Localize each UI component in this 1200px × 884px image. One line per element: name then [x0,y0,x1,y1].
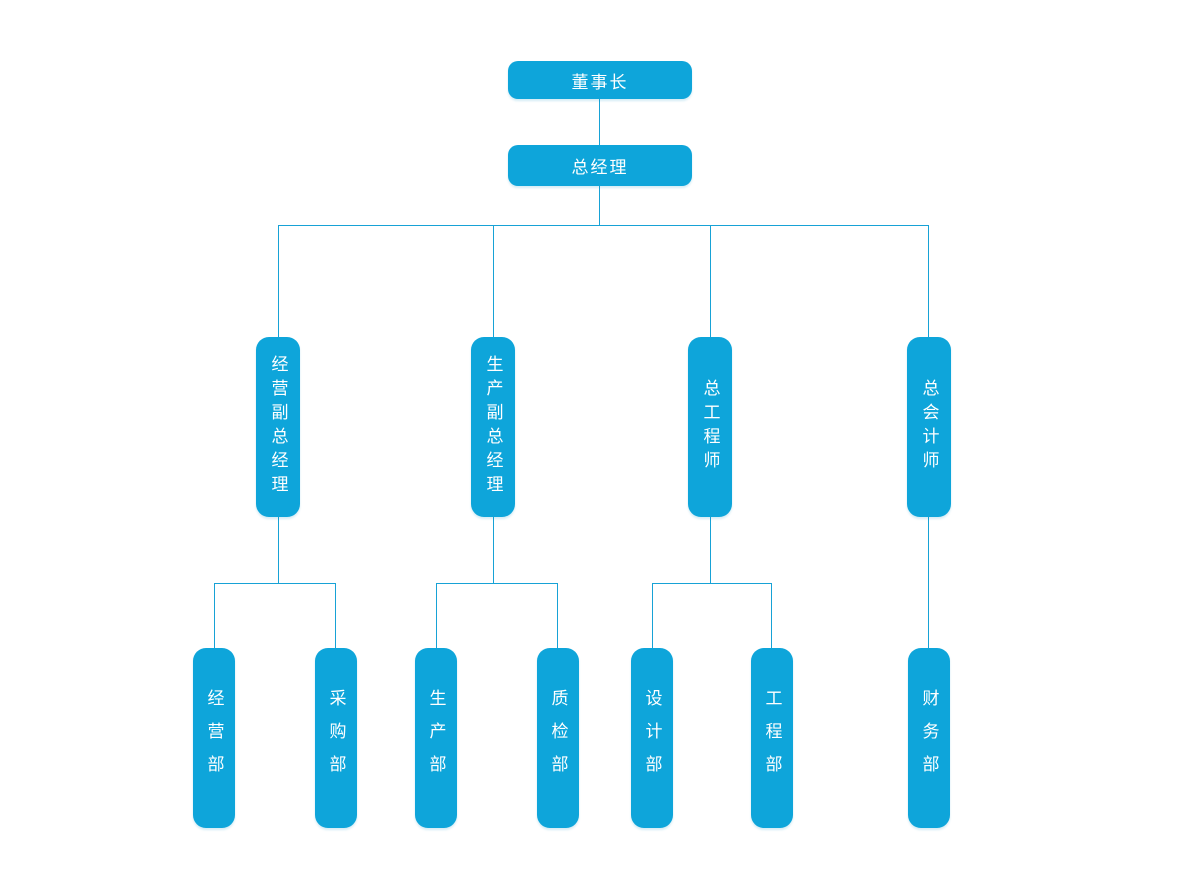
connector-branch-4-stem [928,517,929,648]
connector-pair-bus-1 [214,583,336,584]
connector-drop-branch-1 [278,225,279,337]
node-branch-production-deputy-gm: 生产副总经理 [471,337,515,517]
connector-drop-dept-3 [436,583,437,648]
node-dept-label: 财务部 [919,688,939,788]
node-dept-label: 设计部 [642,688,662,788]
connector-drop-dept-2 [335,583,336,648]
connector-gm-to-bus [599,186,600,225]
node-dept-label: 采购部 [326,688,346,788]
node-dept-finance: 财务部 [908,648,950,828]
node-chairman-label: 董事长 [571,72,629,92]
connector-drop-branch-3 [710,225,711,337]
node-dept-label: 工程部 [762,688,782,788]
connector-drop-dept-6 [771,583,772,648]
connector-drop-branch-4 [928,225,929,337]
connector-main-bus [278,225,929,226]
connector-root-to-gm [599,99,600,146]
node-dept-design: 设计部 [631,648,673,828]
connector-drop-dept-5 [652,583,653,648]
node-dept-engineering: 工程部 [751,648,793,828]
node-branch-operations-deputy-gm: 经营副总经理 [256,337,300,517]
node-dept-label: 生产部 [426,688,446,788]
connector-branch-3-stem [710,517,711,583]
node-general-manager: 总经理 [508,145,692,186]
node-dept-operations: 经营部 [193,648,235,828]
node-general-manager-label: 总经理 [571,158,629,177]
node-branch-label: 总会计师 [919,379,939,475]
connector-drop-dept-1 [214,583,215,648]
node-branch-label: 总工程师 [700,379,720,475]
node-branch-chief-engineer: 总工程师 [688,337,732,517]
connector-drop-branch-2 [493,225,494,337]
node-dept-purchasing: 采购部 [315,648,357,828]
connector-branch-1-stem [278,517,279,583]
node-branch-label: 经营副总经理 [268,355,288,499]
node-branch-label: 生产副总经理 [483,355,503,499]
connector-pair-bus-2 [436,583,558,584]
node-branch-chief-accountant: 总会计师 [907,337,951,517]
node-chairman: 董事长 [508,61,692,99]
connector-branch-2-stem [493,517,494,583]
connector-drop-dept-4 [557,583,558,648]
node-dept-label: 经营部 [204,688,224,788]
connector-pair-bus-3 [652,583,772,584]
node-dept-quality-inspection: 质检部 [537,648,579,828]
node-dept-production: 生产部 [415,648,457,828]
node-dept-label: 质检部 [548,688,568,788]
